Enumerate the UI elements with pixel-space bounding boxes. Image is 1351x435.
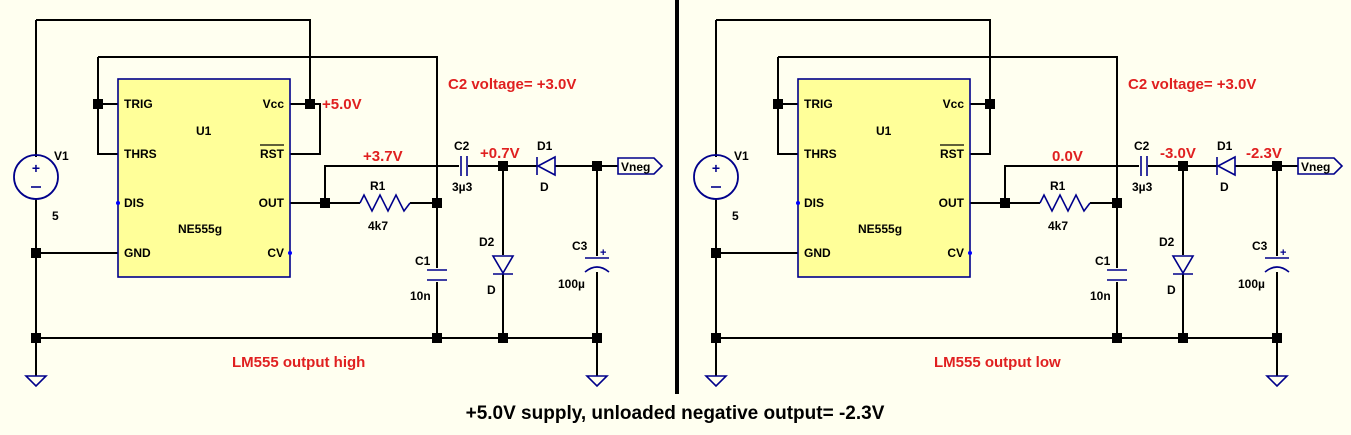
u1-label: U1	[196, 124, 212, 138]
r1-resistor	[359, 193, 411, 213]
panel-output-high: TRIG THRS DIS GND Vcc RST OUT CV U1 NE55…	[13, 19, 664, 388]
pin-thrs-label: THRS	[124, 147, 157, 161]
pin-vcc-label: Vcc	[943, 97, 965, 111]
pin-out-label: OUT	[939, 196, 965, 210]
d1-label: D1	[1217, 139, 1233, 153]
junction-dots	[31, 99, 602, 343]
pin-gnd-label: GND	[804, 246, 831, 260]
vneg-port	[1297, 157, 1344, 175]
pin-dis-label: DIS	[124, 196, 144, 210]
d2-label: D2	[479, 235, 495, 249]
c1-capacitor	[427, 269, 447, 281]
cv-pin-dot	[288, 251, 292, 255]
pin-dis-label: DIS	[804, 196, 824, 210]
pin-rst-label: RST	[940, 147, 965, 161]
c2-voltage-label: C2 voltage= +3.0V	[1128, 76, 1256, 93]
pin-trig-label: TRIG	[124, 97, 153, 111]
ground-symbol	[704, 375, 728, 388]
c2-voltage-label: C2 voltage= +3.0V	[448, 76, 576, 93]
out-node-voltage: +3.7V	[363, 148, 403, 165]
state-label: LM555 output high	[232, 354, 365, 371]
c3-capacitor: +	[1264, 247, 1290, 273]
c1-label: C1	[1095, 254, 1111, 268]
vcc-voltage-label: +5.0V	[322, 96, 362, 113]
vneg-node-voltage: -2.3V	[1246, 145, 1282, 162]
r1-label: R1	[370, 179, 386, 193]
c2-value: 3µ3	[1132, 180, 1153, 194]
state-label: LM555 output low	[934, 354, 1061, 371]
junction-dots	[711, 99, 1282, 343]
c3-label: C3	[1252, 239, 1268, 253]
pin-cv-label: CV	[947, 246, 964, 260]
ne555-chip	[797, 78, 971, 278]
c2-capacitor	[460, 156, 468, 176]
r1-value: 4k7	[1048, 219, 1068, 233]
d1-diode	[536, 155, 556, 177]
c2-value: 3µ3	[452, 180, 473, 194]
vneg-port-label: Vneg	[621, 160, 650, 174]
c1-label: C1	[415, 254, 431, 268]
v1-value: 5	[52, 209, 59, 223]
vneg-port	[617, 157, 664, 175]
pin-gnd-label: GND	[124, 246, 151, 260]
r1-resistor	[1039, 193, 1091, 213]
ground-symbol	[24, 375, 48, 388]
d2-label: D2	[1159, 235, 1175, 249]
c3-label: C3	[572, 239, 588, 253]
dis-pin-dot	[116, 201, 120, 205]
out-node-voltage: 0.0V	[1052, 148, 1083, 165]
d2-value: D	[487, 283, 496, 297]
dis-pin-dot	[796, 201, 800, 205]
u1-label: U1	[876, 124, 892, 138]
figure-caption: +5.0V supply, unloaded negative output= …	[466, 403, 885, 424]
svg-text:+: +	[600, 247, 606, 259]
c2-node-voltage: +0.7V	[480, 145, 520, 162]
pin-out-label: OUT	[259, 196, 285, 210]
u1-part-label: NE555g	[858, 222, 902, 236]
d1-label: D1	[537, 139, 553, 153]
c2-label: C2	[1134, 139, 1150, 153]
pin-vcc-label: Vcc	[263, 97, 285, 111]
r1-label: R1	[1050, 179, 1066, 193]
pin-thrs-label: THRS	[804, 147, 837, 161]
c2-label: C2	[454, 139, 470, 153]
c3-value: 100µ	[558, 277, 585, 291]
c2-node-voltage: -3.0V	[1160, 145, 1196, 162]
ground-symbol	[1265, 375, 1289, 388]
d2-diode	[1171, 255, 1195, 275]
pin-rst-label: RST	[260, 147, 285, 161]
u1-part-label: NE555g	[178, 222, 222, 236]
r1-value: 4k7	[368, 219, 388, 233]
d1-diode	[1216, 155, 1236, 177]
v1-plus-icon: +	[32, 160, 40, 176]
d1-value: D	[1220, 180, 1229, 194]
v1-value: 5	[732, 209, 739, 223]
d2-diode	[491, 255, 515, 275]
pin-trig-label: TRIG	[804, 97, 833, 111]
d1-value: D	[540, 180, 549, 194]
c1-value: 10n	[410, 289, 431, 303]
vneg-port-label: Vneg	[1301, 160, 1330, 174]
v1-label: V1	[734, 149, 749, 163]
panel-output-low: TRIG THRS DIS GND Vcc RST OUT CV U1 NE55…	[693, 19, 1344, 388]
v1-label: V1	[54, 149, 69, 163]
c1-value: 10n	[1090, 289, 1111, 303]
v1-source	[13, 154, 59, 200]
v1-source	[693, 154, 739, 200]
pin-cv-label: CV	[267, 246, 284, 260]
v1-plus-icon: +	[712, 160, 720, 176]
d2-value: D	[1167, 283, 1176, 297]
c3-value: 100µ	[1238, 277, 1265, 291]
cv-pin-dot	[968, 251, 972, 255]
svg-text:+: +	[1280, 247, 1286, 259]
c2-capacitor	[1140, 156, 1148, 176]
ne555-chip	[117, 78, 291, 278]
ground-symbol	[585, 375, 609, 388]
c1-capacitor	[1107, 269, 1127, 281]
c3-capacitor: +	[584, 247, 610, 273]
